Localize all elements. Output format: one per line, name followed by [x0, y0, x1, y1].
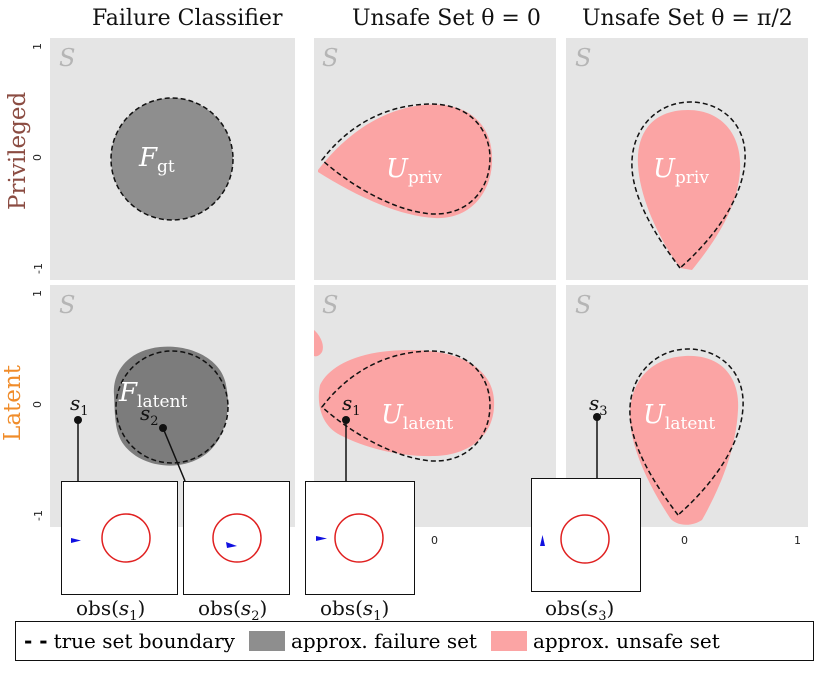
- title-unsafe-set-theta-0: Unsafe Set θ = 0: [352, 6, 541, 31]
- legend-label-true-boundary: true set boundary: [53, 629, 235, 653]
- obs-target-circle: [212, 513, 262, 563]
- obs-target-circle: [334, 513, 384, 563]
- obs-image-s1-theta0: [316, 513, 384, 563]
- title-unsafe-set-theta-pi2: Unsafe Set θ = π/2: [582, 6, 793, 31]
- obs-agent-arrow: [226, 542, 237, 548]
- obs-label-s1-failure: obs(s1): [76, 596, 146, 624]
- true-boundary-priv-thetapi2: [631, 101, 746, 270]
- legend-item-unsafe: approx. unsafe set: [490, 629, 720, 653]
- obs-box-s1-theta0: [305, 481, 415, 595]
- legend-swatch-failure: [248, 631, 285, 651]
- obs-label-s3-thetapi2: obs(s3): [545, 596, 615, 624]
- label-f-latent: Flatent: [119, 378, 188, 413]
- true-boundary-priv-theta0: [320, 103, 491, 215]
- obs-agent-arrow: [71, 538, 81, 543]
- x-tick-0-col3: 0: [681, 534, 688, 547]
- obs-agent-arrow: [540, 535, 545, 546]
- obs-image-s2-failure: [212, 513, 262, 563]
- state-space-label-6: S: [575, 291, 592, 319]
- sample-label-s3-thetapi2: s3: [589, 391, 608, 419]
- obs-target-circle: [101, 513, 151, 563]
- sample-label-s1-theta0: s1: [342, 391, 361, 419]
- failure-set-gt: [110, 97, 234, 221]
- unsafe-set-priv-theta0: [318, 104, 493, 219]
- obs-box-s3-thetapi2: [531, 478, 641, 592]
- legend-item-true-boundary: - - true set boundary: [24, 629, 235, 653]
- sample-label-s1-failure: s1: [70, 391, 89, 419]
- unsafe-set-latent-thetapi2: [629, 355, 739, 525]
- state-space-label-1: S: [59, 44, 76, 72]
- legend: - - true set boundary approx. failure se…: [15, 621, 814, 661]
- obs-image-s1-failure: [71, 513, 151, 563]
- connector-s2-failure: [162, 427, 186, 482]
- state-space-label-3: S: [575, 44, 592, 72]
- sample-label-s2-failure: s2: [140, 401, 159, 429]
- label-u-latent-thetapi2: Ulatent: [643, 400, 716, 435]
- state-space-label-2: S: [322, 44, 339, 72]
- label-f-gt: Fgt: [139, 143, 175, 178]
- legend-swatch-unsafe: [490, 631, 527, 651]
- state-space-label-5: S: [322, 291, 339, 319]
- title-failure-classifier: Failure Classifier: [92, 6, 283, 31]
- obs-box-s1-failure: [61, 481, 178, 595]
- state-space-label-4: S: [59, 291, 76, 319]
- legend-dash-mark: - -: [24, 629, 48, 653]
- true-boundary-latent-failure: [115, 350, 229, 464]
- obs-label-s2-failure: obs(s2): [198, 596, 268, 624]
- unsafe-set-priv-thetapi2: [637, 110, 741, 270]
- obs-label-s1-theta0: obs(s1): [320, 596, 390, 624]
- obs-target-circle: [560, 514, 610, 564]
- label-u-priv-theta0: Upriv: [386, 154, 442, 189]
- legend-label-failure: approx. failure set: [290, 629, 477, 653]
- legend-label-unsafe: approx. unsafe set: [532, 629, 720, 653]
- obs-box-s2-failure: [183, 481, 290, 595]
- unsafe-set-latent-theta0: [318, 350, 495, 457]
- obs-agent-arrow: [316, 536, 327, 541]
- true-boundary-latent-theta0: [320, 350, 491, 462]
- obs-image-s3-thetapi2: [540, 514, 610, 564]
- failure-set-latent: [113, 346, 228, 466]
- label-u-latent-theta0: Ulatent: [381, 400, 454, 435]
- x-tick-1-col3: 1: [794, 534, 801, 547]
- true-boundary-latent-thetapi2: [629, 348, 744, 517]
- unsafe-set-latent-theta0-blob: [314, 330, 323, 357]
- x-tick-0-col2: 0: [431, 534, 438, 547]
- label-u-priv-thetapi2: Upriv: [653, 154, 709, 189]
- legend-item-failure: approx. failure set: [248, 629, 477, 653]
